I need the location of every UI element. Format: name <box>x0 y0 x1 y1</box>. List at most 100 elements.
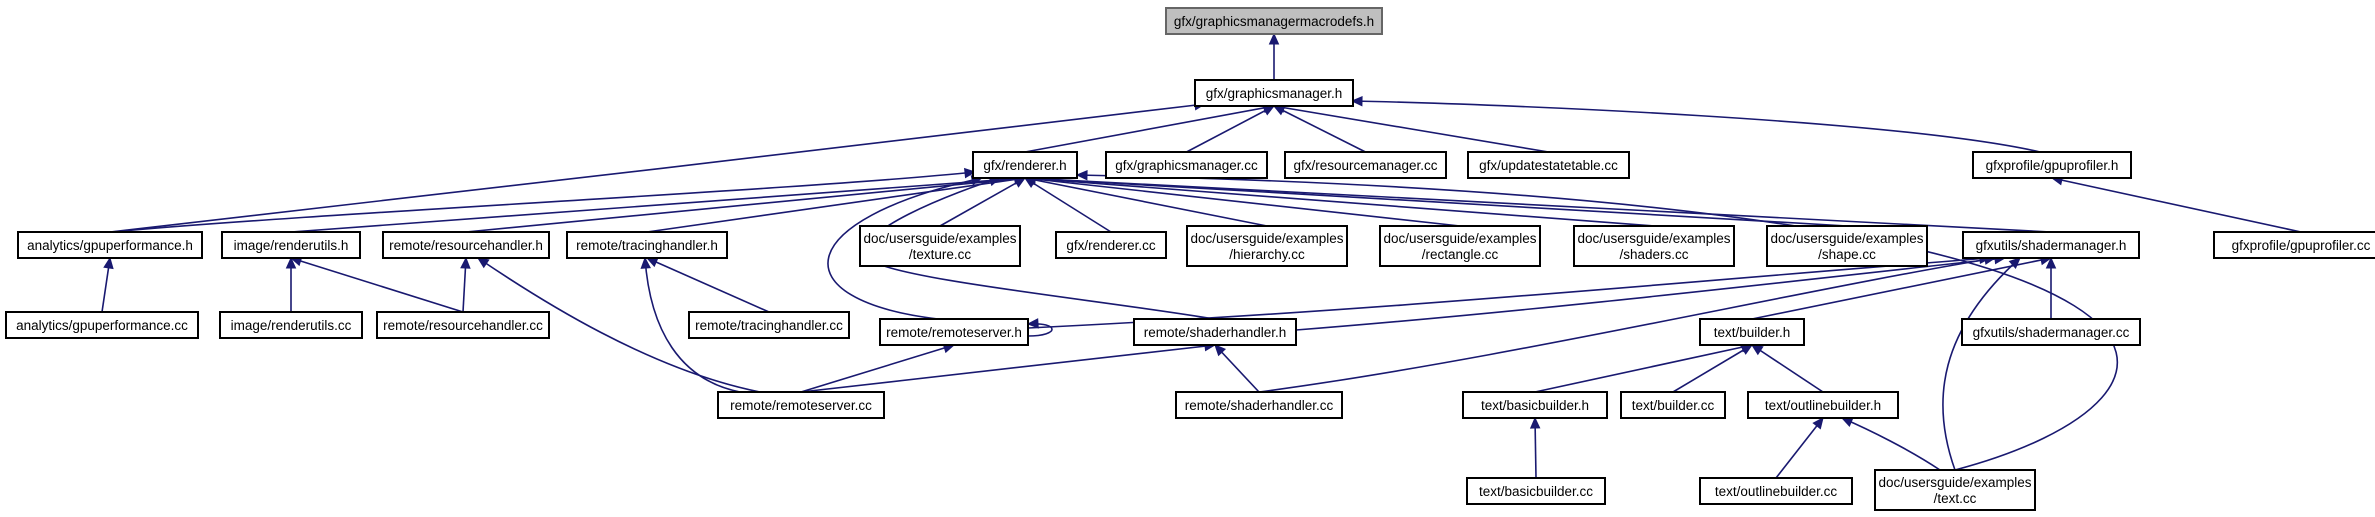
file-node-resourcehandler-h[interactable]: remote/resourcehandler.h <box>382 231 550 259</box>
node-label: remote/shaderhandler.h <box>1144 325 1287 340</box>
node-label: image/renderutils.cc <box>231 318 352 333</box>
edge-line <box>1751 344 1824 393</box>
file-node-hierarchy-cc[interactable]: doc/usersguide/examples/hierarchy.cc <box>1186 225 1348 267</box>
node-box <box>1105 151 1268 179</box>
file-node-gpuprofiler-cc[interactable]: gfxprofile/gpuprofiler.cc <box>2213 231 2375 259</box>
edge-line <box>1273 105 1366 153</box>
node-box <box>1466 477 1606 505</box>
edge-line <box>646 177 1026 233</box>
file-node-shadermanager-h[interactable]: gfxutils/shadermanager.h <box>1962 231 2140 259</box>
dependency-edge-text_cc-to-renderer_h <box>1075 169 2119 471</box>
file-node-text-cc[interactable]: doc/usersguide/examples/text.cc <box>1874 469 2036 511</box>
edge-line <box>465 177 1026 233</box>
node-box <box>972 151 1078 179</box>
dependency-edge-builder_cc-to-builder_h <box>1672 344 1754 393</box>
node-box <box>2213 231 2375 259</box>
edge-line <box>1024 177 1268 227</box>
dependency-edge-updatestatetable_cc-to-graphicsmanager_h <box>1272 102 1549 153</box>
node-box <box>1972 151 2132 179</box>
file-node-gpuprofiler-h[interactable]: gfxprofile/gpuprofiler.h <box>1972 151 2132 179</box>
node-box <box>376 311 550 339</box>
file-node-renderutils-h[interactable]: image/renderutils.h <box>221 231 361 259</box>
node-label: gfx/updatestatetable.cc <box>1479 158 1618 173</box>
arrowhead <box>1740 344 1754 355</box>
arrowhead <box>964 167 977 179</box>
arrowhead <box>1013 177 1027 188</box>
file-node-updatestatetable-cc[interactable]: gfx/updatestatetable.cc <box>1467 151 1630 179</box>
file-node-texture-cc[interactable]: doc/usersguide/examples/texture.cc <box>859 225 1021 267</box>
node-label: remote/resourcehandler.h <box>389 238 543 253</box>
edge-line <box>939 177 1026 227</box>
node-box <box>1573 225 1735 267</box>
file-node-outlinebuilder-h[interactable]: text/outlinebuilder.h <box>1747 391 1899 419</box>
arrowhead <box>1529 416 1541 429</box>
edge-line <box>1024 177 1461 227</box>
node-label: gfxutils/shadermanager.h <box>1976 238 2127 253</box>
dependency-edge-remoteserver_h-to-remoteserver_h <box>1026 318 1053 337</box>
node-box <box>1194 79 1354 107</box>
file-node-shaderhandler-cc[interactable]: remote/shaderhandler.cc <box>1175 391 1343 419</box>
node-label: remote/remoteserver.cc <box>730 398 872 413</box>
file-node-remoteserver-cc[interactable]: remote/remoteserver.cc <box>717 391 885 419</box>
node-box <box>688 311 850 339</box>
node-box <box>17 231 203 259</box>
node-label: /shaders.cc <box>1619 247 1688 262</box>
dependency-edge-resourcehandler_h-to-renderer_h <box>465 173 1027 233</box>
arrowhead <box>285 256 297 269</box>
file-node-gpuperformance-cc[interactable]: analytics/gpuperformance.cc <box>5 311 199 339</box>
node-box <box>566 231 728 259</box>
node-box <box>717 391 885 419</box>
node-label: /hierarchy.cc <box>1229 247 1305 262</box>
arrowhead <box>2008 257 2021 269</box>
node-box <box>1165 7 1383 35</box>
file-node-shadermanager-cc[interactable]: gfxutils/shadermanager.cc <box>1961 318 2141 346</box>
file-node-basicbuilder-cc[interactable]: text/basicbuilder.cc <box>1466 477 1606 505</box>
file-node-gpuperformance-h[interactable]: analytics/gpuperformance.h <box>17 231 203 259</box>
file-node-resourcemanager-cc[interactable]: gfx/resourcemanager.cc <box>1284 151 1447 179</box>
arrowhead <box>1350 95 1363 107</box>
arrowhead <box>1262 105 1276 116</box>
edge-line <box>1672 344 1753 393</box>
file-node-shaders-cc[interactable]: doc/usersguide/examples/shaders.cc <box>1573 225 1735 267</box>
node-box <box>1379 225 1541 267</box>
file-node-renderer-cc[interactable]: gfx/renderer.cc <box>1055 231 1167 259</box>
file-node-renderer-h[interactable]: gfx/renderer.h <box>972 151 1078 179</box>
file-node-shape-cc[interactable]: doc/usersguide/examples/shape.cc <box>1766 225 1928 267</box>
file-node-builder-cc[interactable]: text/builder.cc <box>1620 391 1726 419</box>
dependency-edge-remoteserver_cc-to-remoteserver_h <box>800 343 956 393</box>
dependency-edge-gpuperformance_h-to-renderer_h <box>111 167 977 233</box>
file-node-outlinebuilder-cc[interactable]: text/outlinebuilder.cc <box>1699 477 1853 505</box>
file-node-rectangle-cc[interactable]: doc/usersguide/examples/rectangle.cc <box>1379 225 1541 267</box>
file-node-basicbuilder-h[interactable]: text/basicbuilder.h <box>1462 391 1608 419</box>
file-node-builder-h[interactable]: text/builder.h <box>1699 318 1805 346</box>
node-label: text/basicbuilder.h <box>1481 398 1589 413</box>
file-node-remoteserver-h[interactable]: remote/remoteserver.h <box>879 318 1029 346</box>
edge-line <box>1295 257 2006 331</box>
node-box <box>1874 469 2036 511</box>
file-node-tracinghandler-h[interactable]: remote/tracinghandler.h <box>566 231 728 259</box>
file-node-resourcehandler-cc[interactable]: remote/resourcehandler.cc <box>376 311 550 339</box>
dependency-edge-text_cc-to-shadermanager_h <box>1942 257 2021 471</box>
node-box <box>1462 391 1608 419</box>
node-box <box>1747 391 1899 419</box>
file-node-renderutils-cc[interactable]: image/renderutils.cc <box>219 311 363 339</box>
dependency-edge-gpuprofiler_h-to-graphicsmanager_h <box>1350 95 2041 153</box>
node-label: gfx/renderer.h <box>983 158 1066 173</box>
file-node-graphicsmanager-cc[interactable]: gfx/graphicsmanager.cc <box>1105 151 1268 179</box>
node-label: text/outlinebuilder.cc <box>1715 484 1838 499</box>
node-label: remote/tracinghandler.cc <box>695 318 843 333</box>
node-box <box>1962 231 2140 259</box>
edge-line <box>290 177 1026 233</box>
node-label: remote/resourcehandler.cc <box>383 318 543 333</box>
file-node-root[interactable]: gfx/graphicsmanagermacrodefs.h <box>1165 7 1383 35</box>
node-box <box>1467 151 1630 179</box>
arrowhead <box>1840 417 1854 427</box>
arrowhead <box>1075 169 1088 181</box>
dependency-edge-graphicsmanager_h-to-root <box>1268 32 1280 80</box>
node-label: doc/usersguide/examples <box>1383 231 1536 246</box>
dependency-edge-renderutils_h-to-renderer_h <box>290 173 1027 233</box>
file-node-graphicsmanager-h[interactable]: gfx/graphicsmanager.h <box>1194 79 1354 107</box>
node-label: doc/usersguide/examples <box>1878 475 2031 490</box>
file-node-shaderhandler-h[interactable]: remote/shaderhandler.h <box>1133 318 1297 346</box>
file-node-tracinghandler-cc[interactable]: remote/tracinghandler.cc <box>688 311 850 339</box>
